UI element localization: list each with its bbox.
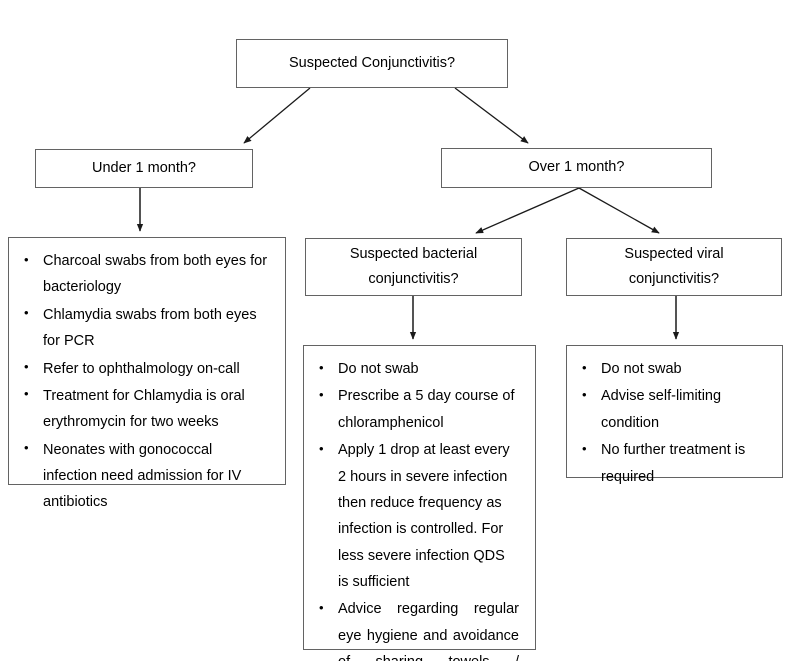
node-under-one-month-label: Under 1 month?: [92, 159, 196, 176]
edge-over-one-month-to-viral: [578, 187, 660, 234]
node-under-one-month[interactable]: Under 1 month?: [35, 149, 253, 188]
list-item: Do not swab: [582, 355, 766, 382]
list-item: Advice regarding regular eye hygiene and…: [319, 596, 519, 661]
node-suspected-bacterial-conjunctivitis-label: Suspected bacterial conjunctivitis?: [349, 245, 478, 287]
list-item: Chlamydia swabs from both eyes for PCR: [24, 301, 269, 355]
node-bacterial-actions[interactable]: Do not swab Prescribe a 5 day course of …: [303, 345, 536, 661]
edge-root-to-under-one-month: [243, 87, 311, 144]
node-suspected-viral-conjunctivitis-label: Suspected viral conjunctivitis?: [624, 245, 724, 287]
node-suspected-viral-conjunctivitis[interactable]: Suspected viral conjunctivitis?: [566, 238, 782, 296]
viral-actions-list: Do not swab Advise self-limiting conditi…: [571, 355, 770, 490]
neonatal-actions-list: Charcoal swabs from both eyes for bacter…: [13, 248, 273, 516]
node-over-one-month-label: Over 1 month?: [528, 159, 625, 176]
edge-root-to-over-one-month: [454, 87, 529, 144]
node-over-one-month[interactable]: Over 1 month?: [441, 148, 712, 188]
node-suspected-conjunctivitis[interactable]: Suspected Conjunctivitis?: [236, 39, 508, 88]
node-viral-actions[interactable]: Do not swab Advise self-limiting conditi…: [566, 345, 783, 485]
list-item: Refer to ophthalmology on-call: [24, 355, 269, 382]
list-item: No further treatment is required: [582, 437, 766, 490]
list-item: Advise self-limiting condition: [582, 383, 766, 436]
node-suspected-conjunctivitis-label: Suspected Conjunctivitis?: [288, 54, 456, 71]
list-item: Apply 1 drop at least every 2 hours in s…: [319, 437, 519, 595]
list-item: Charcoal swabs from both eyes for bacter…: [24, 248, 269, 301]
edge-over-one-month-to-bacterial: [475, 187, 580, 234]
list-item: Do not swab: [319, 355, 519, 382]
bacterial-actions-list: Do not swab Prescribe a 5 day course of …: [308, 355, 523, 661]
node-suspected-bacterial-conjunctivitis[interactable]: Suspected bacterial conjunctivitis?: [305, 238, 522, 296]
list-item: Treatment for Chlamydia is oral erythrom…: [24, 382, 269, 436]
list-item: Neonates with gonococcal infection need …: [24, 436, 269, 516]
node-neonatal-actions[interactable]: Charcoal swabs from both eyes for bacter…: [8, 237, 286, 510]
list-item: Prescribe a 5 day course of chlorampheni…: [319, 383, 519, 436]
